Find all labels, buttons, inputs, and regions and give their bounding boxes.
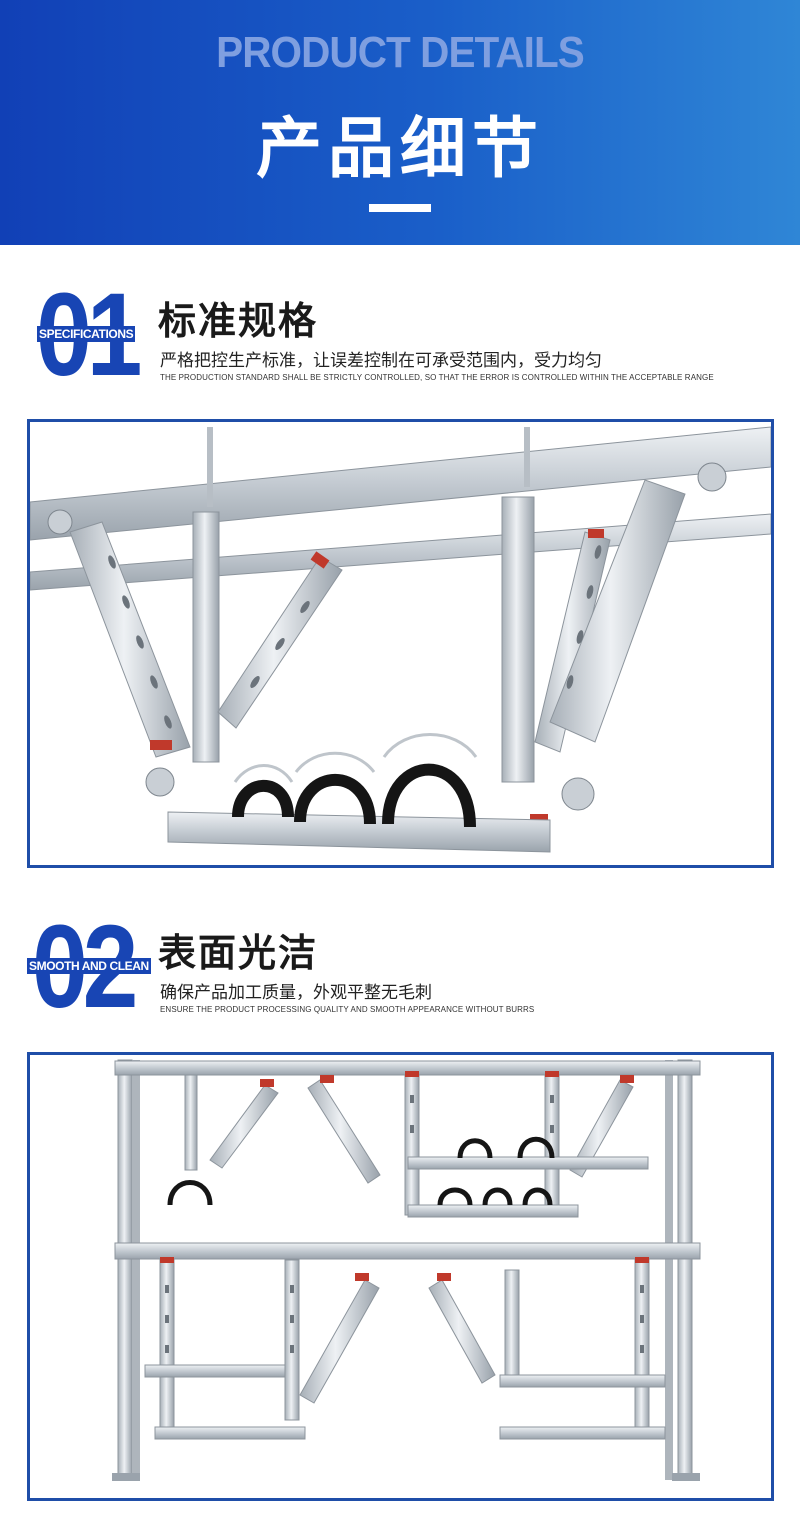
section-subtitle-en: ENSURE THE PRODUCT PROCESSING QUALITY AN…	[160, 1005, 535, 1014]
section-number-tag: SMOOTH AND CLEAN	[27, 958, 151, 974]
seismic-bracket-illustration	[30, 426, 771, 853]
product-photo-support-bracket	[27, 419, 774, 868]
section-title: 表面光洁	[158, 931, 319, 975]
banner-divider	[369, 204, 431, 212]
banner-title-cn: 产品细节	[256, 110, 544, 187]
banner-title-en: PRODUCT DETAILS	[216, 28, 585, 77]
section-number-tag: SPECIFICATIONS	[37, 326, 136, 342]
section-title: 标准规格	[158, 299, 319, 343]
section-subtitle-en: THE PRODUCTION STANDARD SHALL BE STRICTL…	[160, 373, 714, 382]
header-banner: PRODUCT DETAILS 产品细节	[0, 0, 800, 245]
section-subtitle: 确保产品加工质量，外观平整无毛刺	[160, 983, 432, 1003]
section-subtitle: 严格把控生产标准，让误差控制在可承受范围内，受力均匀	[160, 351, 602, 371]
product-photo-frame-assembly	[27, 1052, 774, 1501]
frame-assembly-illustration	[112, 1059, 701, 1481]
